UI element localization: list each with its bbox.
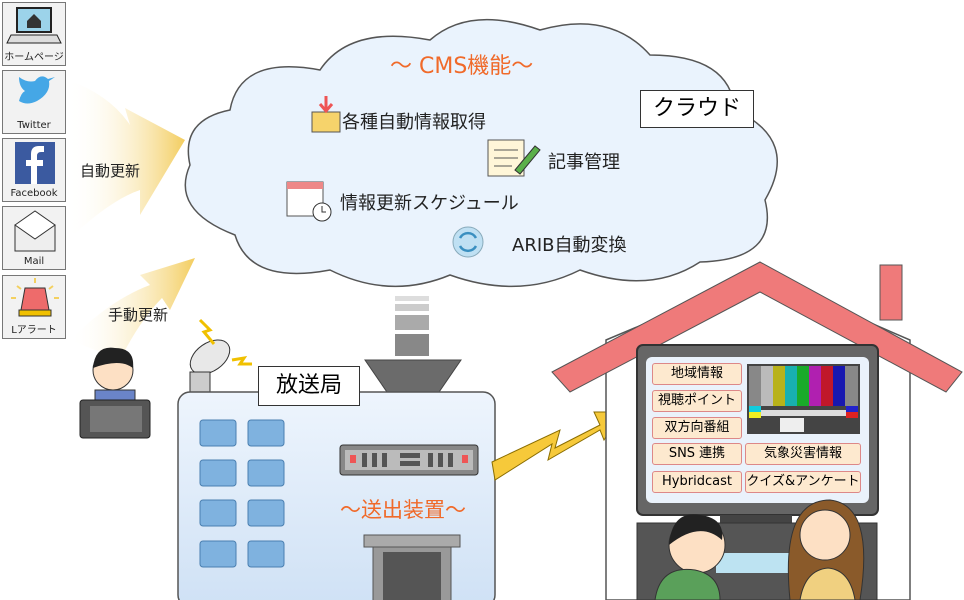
- auto-update-label: 自動更新: [80, 162, 141, 180]
- tv-item: 地域情報: [652, 363, 742, 385]
- twitter-bird-icon: [19, 76, 55, 104]
- manual-update-arrow: [70, 258, 195, 360]
- calendar-schedule-icon: [286, 181, 332, 222]
- viewer-child: [654, 514, 726, 600]
- tv-item: Hybridcast: [652, 471, 742, 493]
- building-door: [363, 534, 461, 600]
- house-roof: [551, 261, 963, 393]
- broadcast-zigzag-arrow: [491, 411, 623, 481]
- article-edit-icon: [487, 139, 541, 177]
- source-label: Mail: [23, 256, 45, 267]
- source-twitter[interactable]: Twitter: [2, 70, 66, 134]
- building-windows: [199, 419, 285, 568]
- tv-item: SNS 連携: [652, 443, 742, 465]
- cloud: [184, 18, 778, 288]
- feature-arib-convert: ARIB自動変換: [512, 235, 627, 256]
- tv-item: 気象災害情報: [745, 443, 861, 465]
- feature-schedule: 情報更新スケジュール: [340, 193, 519, 214]
- tv-item: 視聴ポイント: [652, 390, 742, 412]
- feature-auto-fetch: 各種自動情報取得: [342, 112, 486, 133]
- cms-title: ～ CMS機能～: [390, 54, 534, 79]
- alert-lamp-icon: [11, 278, 59, 317]
- source-label: ホームページ: [4, 52, 64, 63]
- envelope-icon: [14, 210, 56, 252]
- operator-person: [79, 347, 151, 439]
- tv-item: クイズ&アンケート: [745, 471, 861, 493]
- transmitter-device: [339, 444, 479, 476]
- transmitter-label: ～送出装置～: [340, 498, 466, 522]
- inbox-download-icon: [311, 96, 341, 133]
- cloud-label: クラウド: [640, 90, 754, 128]
- viewer-woman: [787, 499, 865, 600]
- color-bars: [747, 364, 860, 434]
- tv-item: 双方向番組: [652, 417, 742, 439]
- source-label: Twitter: [17, 120, 51, 131]
- station-label: 放送局: [258, 366, 360, 406]
- source-homepage[interactable]: ホームページ: [2, 2, 66, 66]
- manual-update-label: 手動更新: [108, 306, 169, 324]
- chimney: [879, 264, 903, 321]
- feature-article-management: 記事管理: [548, 152, 620, 173]
- laptop-home-icon: [6, 7, 62, 44]
- source-facebook[interactable]: Facebook: [2, 138, 66, 202]
- satellite-dish-icon: [189, 318, 252, 395]
- source-label: Lアラート: [11, 325, 57, 336]
- convert-refresh-icon: [452, 226, 484, 258]
- source-label: Facebook: [10, 188, 58, 199]
- facebook-icon: [15, 142, 55, 184]
- source-l-alert[interactable]: Lアラート: [2, 275, 66, 339]
- source-mail[interactable]: Mail: [2, 206, 66, 270]
- auto-update-arrow: [68, 80, 185, 240]
